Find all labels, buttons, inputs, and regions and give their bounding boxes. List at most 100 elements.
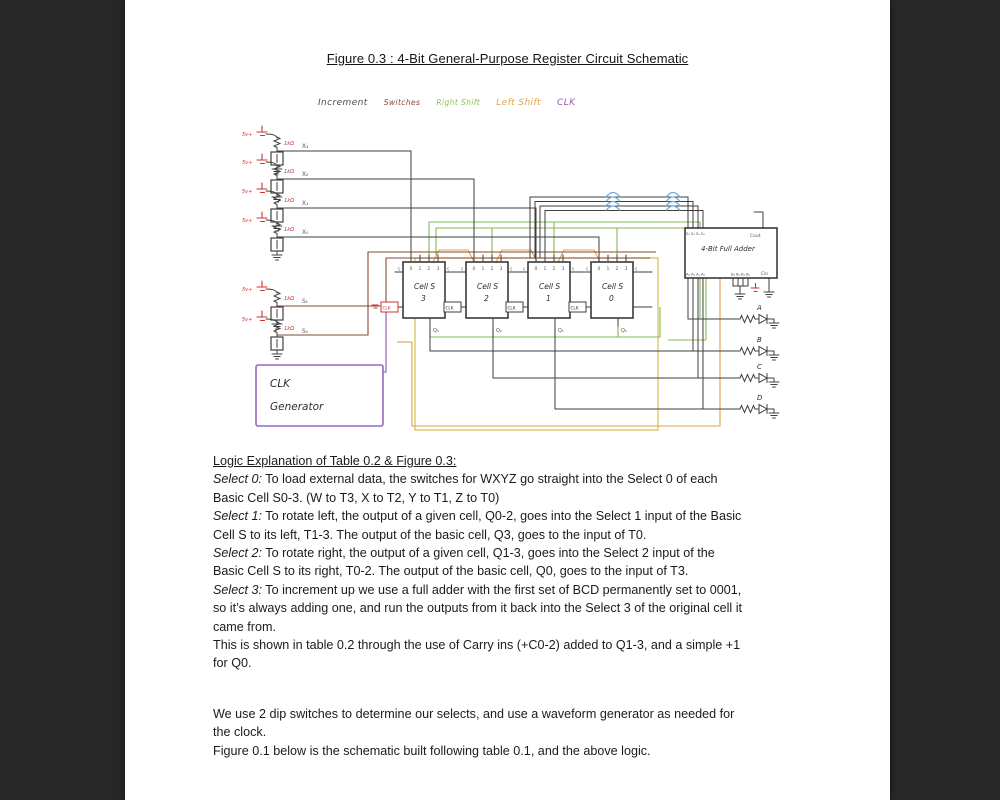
svg-text:B₀: B₀ bbox=[746, 272, 751, 277]
explanation-line: so it’s always adding one, and run the o… bbox=[213, 599, 742, 617]
led-indicators: A B C D bbox=[734, 304, 780, 419]
svg-text:1: 1 bbox=[482, 266, 485, 272]
explanation-text: To increment up we use a full adder with… bbox=[262, 582, 742, 597]
legend-entry: Increment bbox=[318, 98, 368, 108]
select-term: Select 3: bbox=[213, 582, 263, 597]
led-indicator-b: B bbox=[734, 336, 780, 361]
select-term: Select 0: bbox=[213, 472, 263, 487]
svg-text:CLK: CLK bbox=[508, 306, 516, 311]
led-indicator-a: A bbox=[734, 304, 780, 329]
explanation-text: so it’s always adding one, and run the o… bbox=[213, 601, 743, 616]
svg-text:ς: ς bbox=[586, 266, 588, 271]
svg-text:1kΩ: 1kΩ bbox=[284, 326, 294, 332]
svg-text:CLK: CLK bbox=[571, 306, 579, 311]
svg-text:5v+: 5v+ bbox=[242, 287, 252, 293]
svg-text:A: A bbox=[756, 304, 762, 312]
schematic-legend: Increment Switches Right Shift Left Shif… bbox=[318, 90, 586, 109]
svg-text:X₀: X₀ bbox=[302, 230, 309, 236]
svg-text:D: D bbox=[757, 394, 763, 402]
svg-text:ς: ς bbox=[398, 266, 400, 271]
svg-text:CLK: CLK bbox=[270, 378, 291, 390]
footer-line: We use 2 dip switches to determine our s… bbox=[213, 707, 735, 721]
explanation-line: for Q0. bbox=[213, 654, 742, 672]
legend-entry-label: Increment bbox=[318, 98, 368, 108]
svg-text:A₀: A₀ bbox=[701, 272, 706, 277]
svg-text:Cell S: Cell S bbox=[477, 282, 498, 291]
legend-entry-label: Switches bbox=[383, 98, 421, 107]
svg-text:B: B bbox=[757, 336, 762, 344]
svg-text:S₁: S₁ bbox=[696, 231, 700, 236]
svg-text:A₃: A₃ bbox=[686, 272, 691, 277]
svg-text:5v+: 5v+ bbox=[242, 189, 252, 195]
signal-wires bbox=[394, 191, 775, 410]
explanation-text: To rotate left, the output of a given ce… bbox=[262, 509, 742, 524]
explanation-text: To rotate right, the output of a given c… bbox=[262, 545, 715, 560]
svg-text:0: 0 bbox=[609, 294, 614, 303]
svg-text:3: 3 bbox=[500, 266, 503, 272]
explanation-line: Basic Cell S0-3. (W to T3, X to T2, Y to… bbox=[213, 489, 742, 507]
data-switch-unit: 5v+ 1kΩ X₂ bbox=[242, 153, 475, 263]
svg-text:2: 2 bbox=[491, 266, 494, 272]
svg-text:3: 3 bbox=[437, 266, 440, 272]
svg-text:5v+: 5v+ bbox=[242, 218, 252, 224]
legend-entry-label: Left Shift bbox=[496, 98, 541, 108]
svg-text:C: C bbox=[757, 363, 762, 371]
svg-text:Q₀: Q₀ bbox=[621, 328, 627, 334]
legend-entry: CLK bbox=[557, 98, 575, 108]
svg-text:S₀: S₀ bbox=[701, 231, 705, 236]
closing-paragraph: We use 2 dip switches to determine our s… bbox=[213, 705, 734, 760]
svg-text:ς: ς bbox=[461, 266, 463, 271]
data-switch-unit: 5v+ 1kΩ X₀ bbox=[242, 211, 600, 263]
svg-text:X₃: X₃ bbox=[302, 144, 309, 150]
explanation-text: Cell S to its left, T1-3. The output of … bbox=[213, 527, 647, 542]
svg-text:Q₃: Q₃ bbox=[433, 328, 439, 334]
svg-text:Cout: Cout bbox=[750, 233, 761, 239]
legend-entry: Right Shift bbox=[436, 98, 480, 107]
svg-text:ς: ς bbox=[447, 266, 449, 271]
svg-text:0: 0 bbox=[598, 266, 601, 272]
select-term: Select 1: bbox=[213, 509, 263, 524]
svg-text:ς: ς bbox=[510, 266, 512, 271]
explanation-line: Select 3: To increment up we use a full … bbox=[213, 581, 742, 599]
svg-text:0: 0 bbox=[410, 266, 413, 272]
svg-text:5v+: 5v+ bbox=[242, 132, 252, 138]
explanation-text: To load external data, the switches for … bbox=[262, 472, 718, 487]
svg-text:Cin: Cin bbox=[761, 271, 768, 277]
svg-text:X₁: X₁ bbox=[302, 201, 308, 207]
explanation-text: came from. bbox=[213, 619, 276, 634]
svg-text:S₃: S₃ bbox=[686, 231, 690, 236]
footer-line: the clock. bbox=[213, 725, 267, 740]
explanation-text: This is shown in table 0.2 through the u… bbox=[213, 637, 741, 652]
svg-text:1kΩ: 1kΩ bbox=[284, 198, 294, 204]
svg-text:CLK: CLK bbox=[446, 306, 454, 311]
svg-text:B₂: B₂ bbox=[736, 272, 741, 277]
svg-text:1: 1 bbox=[544, 266, 547, 272]
figure-title: Figure 0.3 : 4-Bit General-Purpose Regis… bbox=[326, 51, 689, 66]
data-switch-unit: 5v+ 1kΩ X₁ bbox=[242, 182, 537, 263]
svg-text:X₂: X₂ bbox=[302, 172, 308, 178]
svg-text:1kΩ: 1kΩ bbox=[284, 227, 294, 233]
svg-text:B₃: B₃ bbox=[731, 272, 736, 277]
svg-text:1: 1 bbox=[607, 266, 610, 272]
explanation-line: This is shown in table 0.2 through the u… bbox=[213, 636, 742, 654]
svg-text:CLK: CLK bbox=[383, 306, 391, 311]
legend-entry-label: Right Shift bbox=[436, 98, 481, 107]
led-indicator-d: D bbox=[734, 394, 780, 419]
explanation-lines: Select 0: To load external data, the swi… bbox=[213, 470, 742, 672]
explanation-line: Cell S to its left, T1-3. The output of … bbox=[213, 526, 742, 544]
svg-text:2: 2 bbox=[553, 266, 556, 272]
svg-text:B₁: B₁ bbox=[741, 272, 746, 277]
svg-text:1kΩ: 1kΩ bbox=[284, 169, 294, 175]
